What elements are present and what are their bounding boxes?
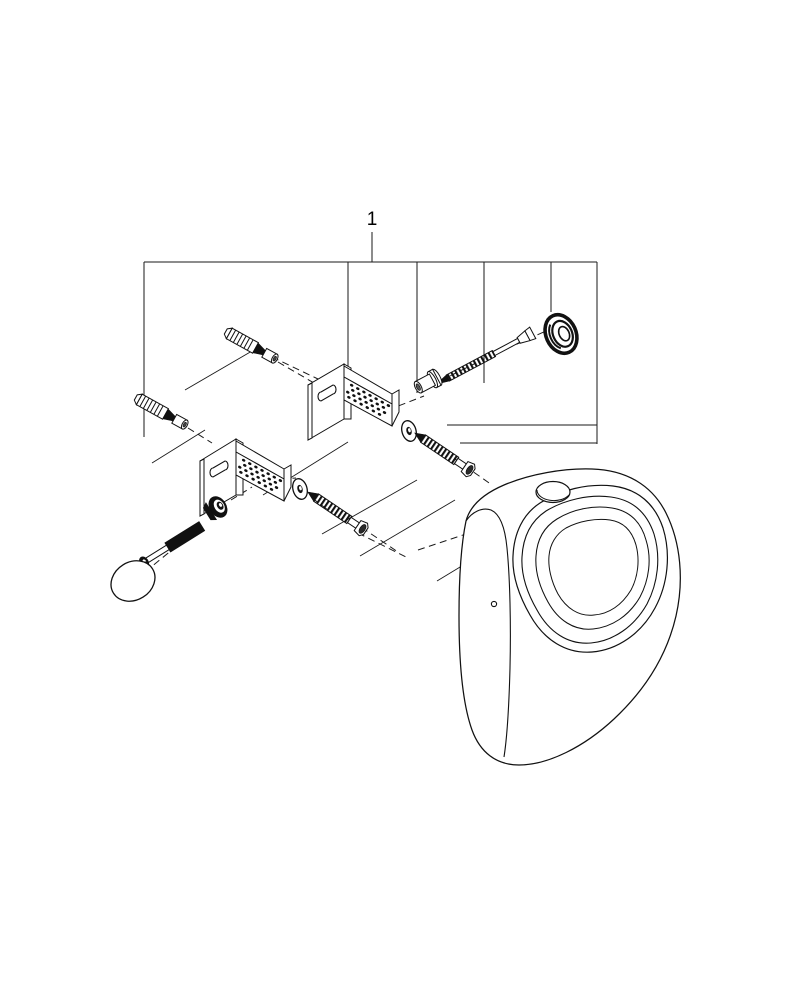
part-cover-cap-disc bbox=[110, 560, 156, 602]
part-spacer-sleeve bbox=[413, 368, 443, 394]
bracket-lower-wall-edge bbox=[199, 458, 205, 517]
axis-lower-f bbox=[417, 533, 467, 551]
urinal-inlet-hole bbox=[535, 480, 571, 504]
bracket-upper-wall-edge bbox=[307, 382, 313, 441]
part-flat-washer-lower bbox=[292, 478, 308, 500]
part-wall-anchor-lower bbox=[133, 393, 189, 430]
callout-number-1: 1 bbox=[366, 209, 378, 230]
urinal-basin bbox=[548, 518, 639, 616]
bracket-upper-knurl-texture bbox=[346, 383, 391, 416]
axis-anchor-lower bbox=[187, 427, 213, 444]
bracket-lower-arm-end bbox=[283, 464, 292, 502]
axis-washer-screw-lower bbox=[351, 520, 399, 553]
leader-anchor-upper bbox=[184, 350, 253, 391]
axis-washer-screw-upper bbox=[454, 458, 493, 486]
part-angle-bracket-upper bbox=[307, 363, 400, 441]
axis-upper-a bbox=[271, 356, 319, 380]
axis-lower-e bbox=[357, 532, 407, 558]
part-sealing-ring bbox=[543, 312, 579, 356]
part-cover-cap-screw bbox=[139, 521, 206, 568]
bracket-lower-slot bbox=[209, 460, 229, 478]
part-hex-head-screw-upper bbox=[414, 432, 476, 478]
part-cap-nut bbox=[202, 496, 228, 521]
bracket-upper-wall-plate bbox=[307, 363, 345, 441]
leader-anchor-lower bbox=[151, 429, 206, 464]
part-angle-bracket-lower bbox=[199, 438, 292, 517]
leader-bracket-lower bbox=[321, 479, 418, 535]
part-flat-washer-upper bbox=[401, 420, 417, 442]
part-ceramic-urinal bbox=[458, 468, 681, 766]
leader-urinal bbox=[359, 499, 456, 557]
bracket-upper-arm-end bbox=[391, 389, 400, 427]
urinal-front-crease bbox=[465, 508, 511, 758]
axis-anchor-upper bbox=[277, 361, 315, 384]
part-hex-head-screw-lower bbox=[307, 491, 369, 537]
bracket-lower-knurl-texture bbox=[238, 458, 283, 491]
urinal-inlet-hole-shadow bbox=[536, 489, 570, 502]
bracket-upper-slot bbox=[317, 384, 337, 402]
axis-upper-d bbox=[505, 330, 547, 350]
urinal-overflow-hole bbox=[490, 600, 498, 608]
part-long-mounting-screw bbox=[435, 326, 537, 385]
part-wall-anchor-upper bbox=[223, 327, 279, 364]
